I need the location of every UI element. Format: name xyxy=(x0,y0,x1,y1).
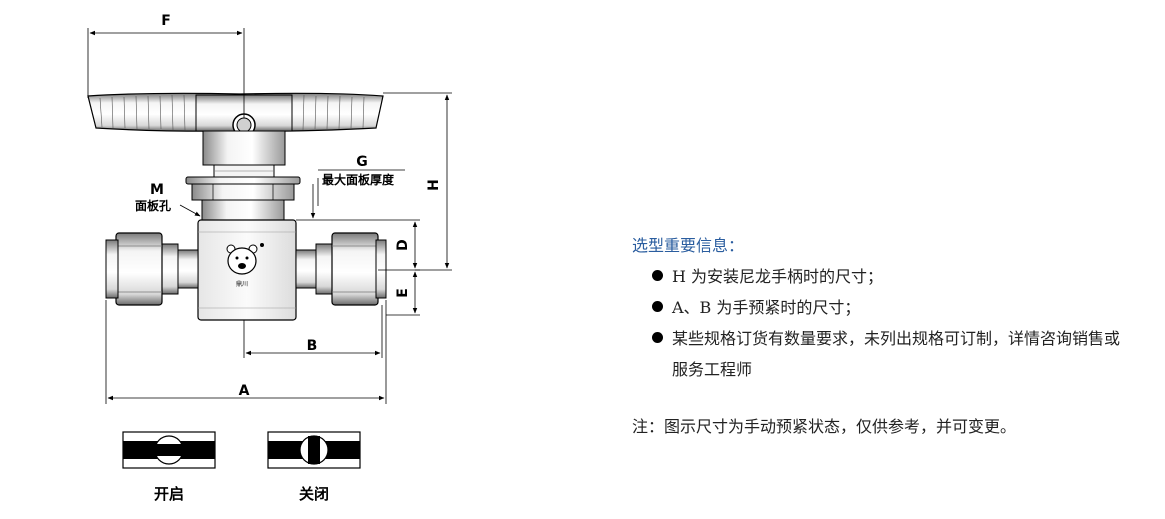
list-item: 某些规格订货有数量要求，未列出规格可订制，详情咨询销售或服务工程师 xyxy=(632,323,1132,385)
notes-title: 选型重要信息： xyxy=(632,236,745,255)
dim-M-desc: 面板孔 xyxy=(135,198,171,213)
open-position-symbol xyxy=(122,431,216,469)
dim-A-label: A xyxy=(239,383,250,399)
left-tube xyxy=(105,239,119,299)
bullet-icon xyxy=(652,270,663,281)
open-label: 开启 xyxy=(154,485,184,503)
footnote: 注：图示尺寸为手动预紧状态，仅供参考，并可变更。 xyxy=(632,417,1017,436)
left-nut xyxy=(115,232,163,306)
dim-G-label: G xyxy=(356,154,368,170)
closed-position-symbol xyxy=(267,431,361,469)
logo-text: 鼎川 xyxy=(236,281,248,288)
dimension-lines xyxy=(87,28,452,404)
selection-notes: 选型重要信息： H 为安装尼龙手柄时的尺寸； A、B 为手预紧时的尺寸； 某些规… xyxy=(632,230,1132,443)
dim-H-label: H xyxy=(426,179,442,191)
bullet-icon xyxy=(652,301,663,312)
dim-E-label: E xyxy=(395,288,411,298)
right-tube xyxy=(375,239,387,299)
right-fitting xyxy=(295,232,387,306)
dim-M-label: M xyxy=(150,182,164,198)
brand-logo: 鼎川 xyxy=(226,244,258,288)
notes-list: H 为安装尼龙手柄时的尺寸； A、B 为手预紧时的尺寸； 某些规格订货有数量要求… xyxy=(632,261,1132,385)
panel-nut xyxy=(185,176,301,185)
right-nut xyxy=(331,232,379,306)
valve-body: 鼎川 xyxy=(197,219,297,321)
dim-B-label: B xyxy=(307,338,318,354)
list-item: H 为安装尼龙手柄时的尺寸； xyxy=(632,261,1132,292)
ball-valve-drawing: 鼎川 xyxy=(87,13,452,503)
stem-bonnet xyxy=(185,130,301,221)
closed-label: 关闭 xyxy=(299,485,329,503)
list-item: A、B 为手预紧时的尺寸； xyxy=(632,292,1132,323)
dim-G-desc: 最大面板厚度 xyxy=(322,172,395,187)
dim-D-label: D xyxy=(395,239,411,251)
handle-knob xyxy=(87,92,384,137)
dim-F-label: F xyxy=(161,13,171,29)
left-fitting xyxy=(105,232,199,306)
bullet-icon xyxy=(652,332,663,343)
